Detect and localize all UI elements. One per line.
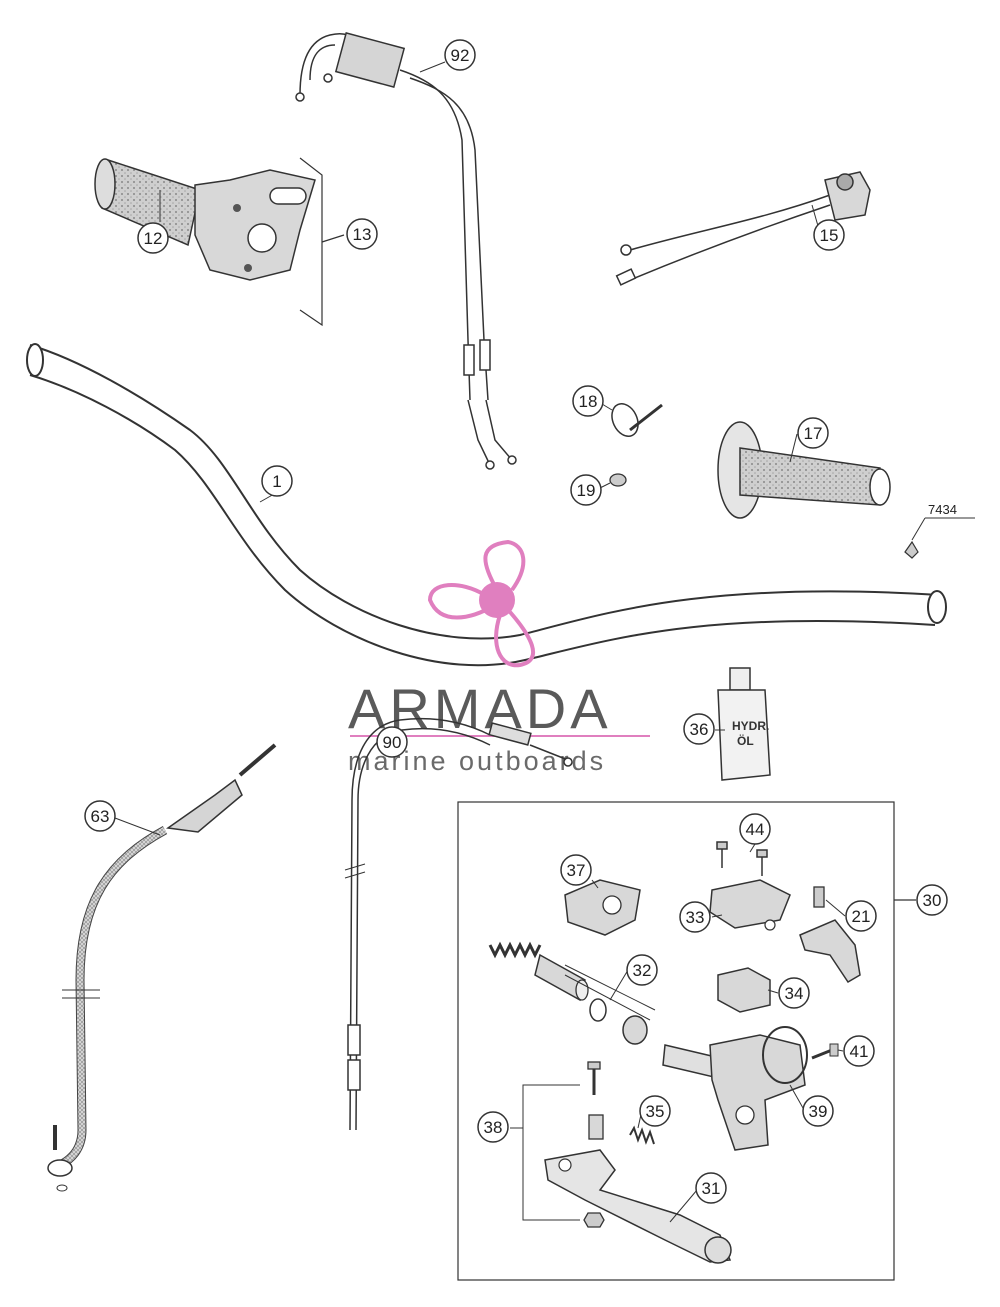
svg-text:37: 37 xyxy=(567,861,586,880)
spring-35 xyxy=(629,1125,655,1145)
svg-text:30: 30 xyxy=(923,891,942,910)
callout-18: 18 xyxy=(572,385,604,417)
end-cap-7434 xyxy=(904,517,975,559)
svg-text:35: 35 xyxy=(646,1102,665,1121)
callout-35: 35 xyxy=(639,1095,671,1127)
brake-lever-31 xyxy=(544,1149,732,1264)
part-number-7434: 7434 xyxy=(928,502,957,517)
throttle-grip xyxy=(94,158,201,247)
brake-line xyxy=(47,743,277,1192)
cable-tie xyxy=(611,403,663,437)
svg-text:33: 33 xyxy=(686,908,705,927)
reservoir-cover-33 xyxy=(709,879,791,931)
handlebar xyxy=(26,343,947,667)
piston-spring xyxy=(488,941,656,1021)
pivot-parts-38 xyxy=(510,1061,605,1228)
clamp-37 xyxy=(564,879,641,936)
callout-19: 19 xyxy=(570,474,602,506)
svg-text:90: 90 xyxy=(383,733,402,752)
callout-38: 38 xyxy=(477,1111,509,1143)
leader-lines xyxy=(114,61,846,1223)
kill-switch xyxy=(615,171,871,286)
callout-30: 30 xyxy=(916,884,948,916)
watermark-logo xyxy=(427,539,536,668)
throttle-housing xyxy=(194,169,316,281)
nut-19 xyxy=(609,473,627,487)
callout-44: 44 xyxy=(739,813,771,845)
svg-text:21: 21 xyxy=(852,907,871,926)
svg-text:38: 38 xyxy=(484,1118,503,1137)
svg-text:44: 44 xyxy=(746,820,765,839)
callout-90: 90 xyxy=(376,726,408,758)
callout-92: 92 xyxy=(444,39,476,71)
diaphragm-34 xyxy=(717,967,771,1013)
svg-text:17: 17 xyxy=(804,424,823,443)
callout-36: 36 xyxy=(683,713,715,745)
svg-text:41: 41 xyxy=(850,1042,869,1061)
callout-1: 1 xyxy=(261,465,293,497)
adjuster-21 xyxy=(799,886,861,984)
bolt-41 xyxy=(811,1043,839,1060)
hydraulic-oil-bottle xyxy=(717,667,771,781)
svg-text:19: 19 xyxy=(577,481,596,500)
master-cylinder-39 xyxy=(662,1026,808,1151)
svg-text:18: 18 xyxy=(579,392,598,411)
left-grip xyxy=(717,421,891,519)
svg-text:12: 12 xyxy=(144,229,163,248)
callout-13: 13 xyxy=(346,218,378,250)
callout-21: 21 xyxy=(845,900,877,932)
bottle-label-line2: ÖL xyxy=(737,733,754,748)
svg-text:15: 15 xyxy=(820,226,839,245)
svg-text:36: 36 xyxy=(690,720,709,739)
callout-15: 15 xyxy=(813,219,845,251)
callout-33: 33 xyxy=(679,901,711,933)
callout-12: 12 xyxy=(137,222,169,254)
callout-31: 31 xyxy=(695,1172,727,1204)
callout-63: 63 xyxy=(84,800,116,832)
svg-text:1: 1 xyxy=(272,472,281,491)
svg-text:31: 31 xyxy=(702,1179,721,1198)
svg-text:32: 32 xyxy=(633,961,652,980)
callout-17: 17 xyxy=(797,417,829,449)
seal-kit-32 xyxy=(589,998,648,1045)
svg-text:34: 34 xyxy=(785,984,804,1003)
svg-text:63: 63 xyxy=(91,807,110,826)
callout-37: 37 xyxy=(560,854,592,886)
bottle-label-line1: HYDR. xyxy=(732,719,769,733)
callout-39: 39 xyxy=(802,1095,834,1127)
callout-34: 34 xyxy=(778,977,810,1009)
callout-41: 41 xyxy=(843,1035,875,1067)
bracket-13 xyxy=(299,157,345,327)
callout-32: 32 xyxy=(626,954,658,986)
group-box-30 xyxy=(457,801,895,1281)
throttle-cables xyxy=(295,31,517,470)
svg-text:13: 13 xyxy=(353,225,372,244)
svg-text:39: 39 xyxy=(809,1102,828,1121)
screws-44 xyxy=(716,841,768,876)
svg-text:92: 92 xyxy=(451,46,470,65)
